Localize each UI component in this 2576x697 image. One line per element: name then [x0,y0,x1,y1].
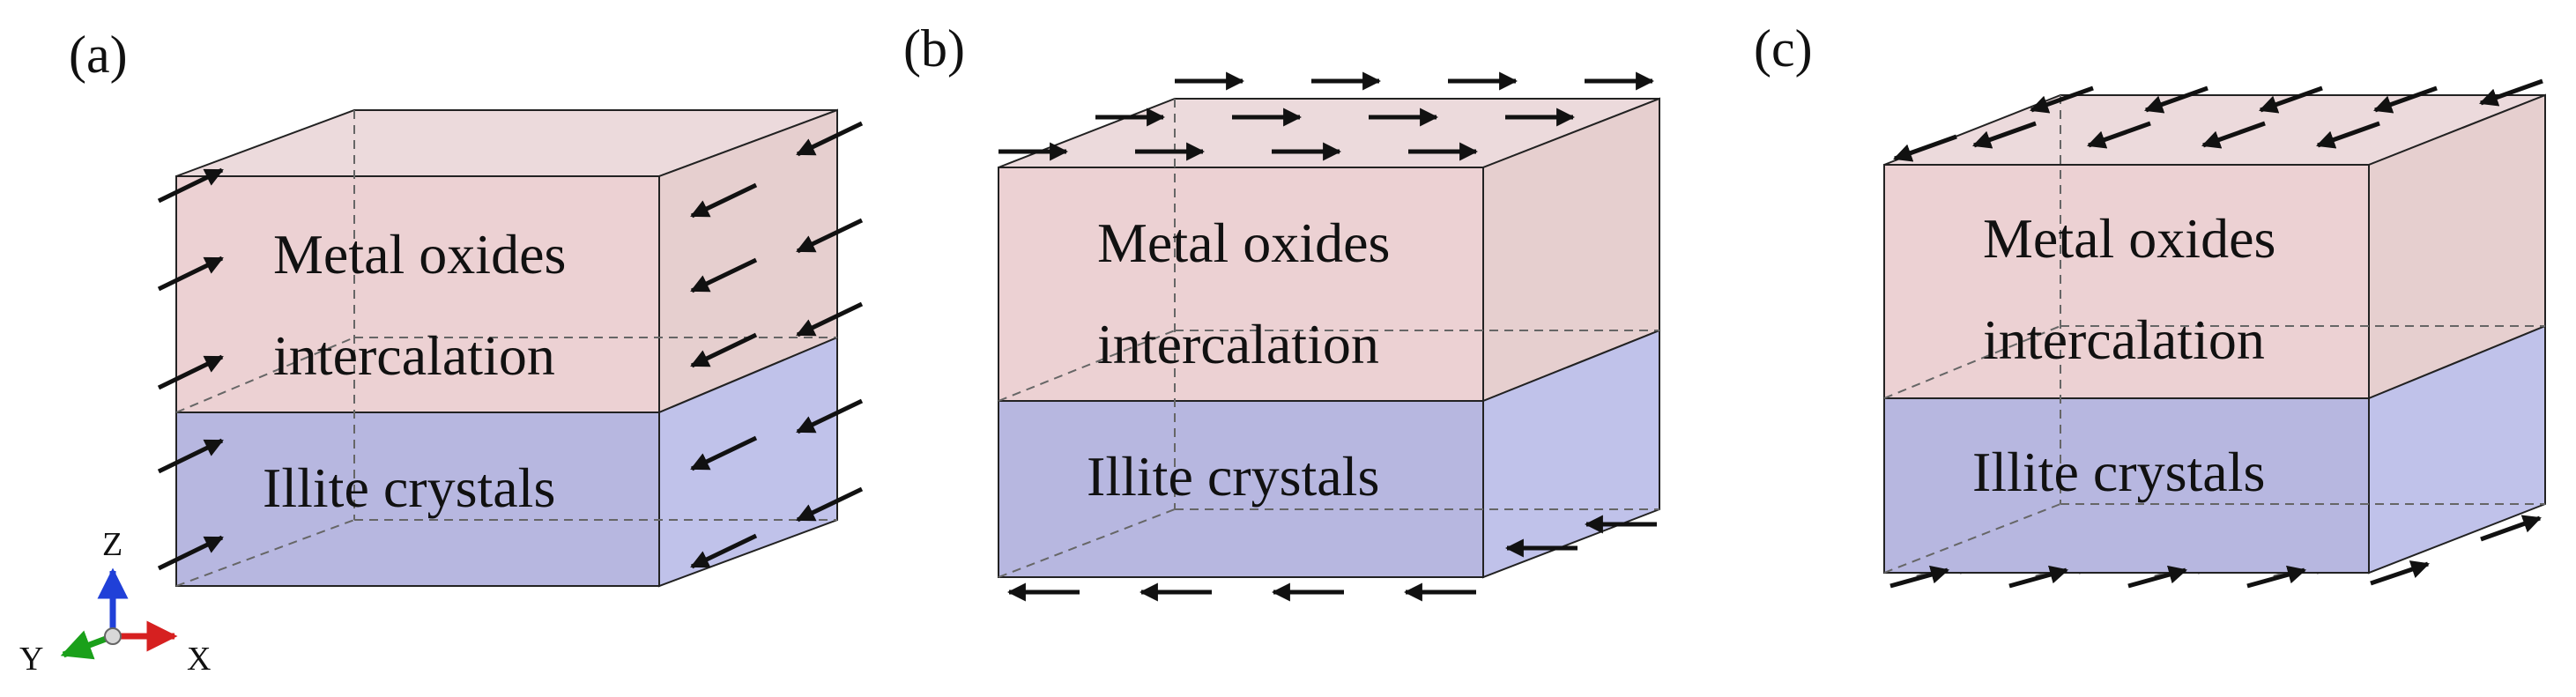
arrow [157,535,224,571]
x-axis-label: X [187,641,211,678]
panel-a-illite-front [175,412,660,587]
arrow [2127,565,2188,589]
arrow [1893,134,1957,162]
arrow [2479,78,2543,107]
arrow [690,533,758,569]
arrow [2373,85,2438,114]
panel-b-oxide-label-line1: Metal oxides [1097,211,1390,274]
z-axis-label: Z [102,526,122,563]
panel-b-oxide-label-line2: intercalation [1097,313,1379,375]
panel-a-oxide-front [175,175,660,413]
arrow [157,438,224,474]
arrow [796,301,864,337]
arrow [157,256,224,292]
axes-origin [104,627,122,645]
arrow [796,121,864,157]
panel-a-hidden-edges [175,110,837,587]
arrow [2259,85,2323,114]
y-axis-label: Y [19,641,43,678]
panel-c-top-arrows [1893,78,2543,162]
panel-b-illite-label: Illite crystals [1087,445,1379,508]
panel-b-bottom-arrows [1006,515,1657,602]
panel-a-oxide-label-line2: intercalation [273,324,555,387]
panel-b-oxide-front [998,167,1484,402]
arrow [2144,85,2209,114]
arrow [690,332,758,368]
panel-b: (b) Metal oxides intercalation Illite cr… [903,19,1660,602]
arrow [2480,515,2542,542]
arrow [2370,560,2430,586]
arrow [1889,565,1950,589]
panel-c-label: (c) [1754,19,1813,78]
arrow [2087,121,2151,149]
panel-b-illite-front [998,400,1484,578]
arrow [157,167,224,204]
arrow [796,398,864,434]
arrow [2201,121,2266,149]
panel-b-label: (b) [903,19,965,78]
panel-c-oxide-label-line2: intercalation [1983,308,2265,371]
arrow [2316,121,2380,149]
arrow [690,435,758,471]
axes-triad: Z X Y [19,526,211,678]
arrow [796,486,864,523]
arrow [690,182,758,219]
panel-a: (a) Metal oxides intercalation Illite cr… [69,26,864,588]
panel-c-illite-front [1883,397,2370,574]
panel-b-hidden-edges [998,99,1659,578]
arrow [690,257,758,293]
panel-c-illite-label: Illite crystals [1972,441,2265,503]
panel-a-oxide-label-line1: Metal oxides [273,223,566,285]
panel-b-top-arrows [998,71,1655,161]
arrow [157,354,224,390]
arrow [2246,565,2307,589]
arrow [2030,85,2094,114]
panel-c-bottom-arrows [1889,515,2542,589]
panel-c: (c) Metal oxides intercalation Illite cr… [1754,19,2546,589]
arrow [2008,565,2069,589]
panel-a-front-arrows [157,121,864,571]
panel-a-illite-label: Illite crystals [263,456,555,519]
arrow [1972,121,2037,149]
panel-c-oxide-label-line1: Metal oxides [1983,207,2275,270]
panel-a-label: (a) [69,26,128,84]
arrow [796,218,864,254]
panel-c-hidden-edges [1883,95,2545,574]
